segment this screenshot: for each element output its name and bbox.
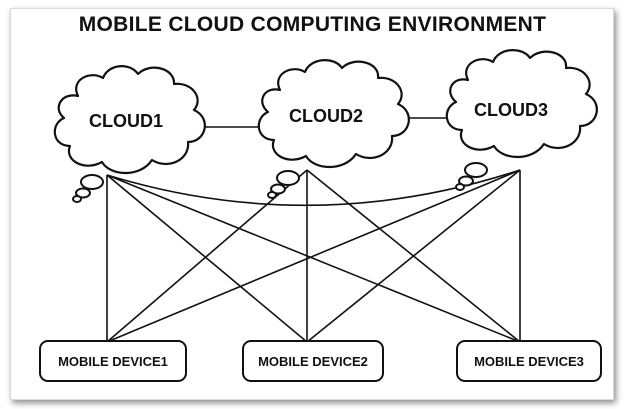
link-cloud1-device2 [106, 174, 308, 343]
cloud3-bubble-small [455, 183, 465, 191]
mobile-device2-box: MOBILE DEVICE2 [242, 340, 384, 382]
cloud2-label: CLOUD2 [289, 106, 364, 126]
link-cloud1-device3 [106, 174, 521, 343]
cloud3-bubble-large [464, 162, 488, 178]
cloud1-label: CLOUD1 [89, 111, 164, 131]
cloud3-label: CLOUD3 [474, 100, 549, 120]
link-cloud3-device1 [106, 169, 521, 343]
cloud2-bubble-large [276, 170, 300, 186]
cloud3-bubble-medium [458, 175, 474, 187]
cloud2-shape [257, 59, 410, 168]
cloud1-bubble-small [72, 195, 82, 203]
cloud1-shape [53, 65, 206, 174]
mobile-device3-label: MOBILE DEVICE3 [474, 353, 584, 369]
mobile-device1-box: MOBILE DEVICE1 [39, 340, 187, 382]
mobile-device1-label: MOBILE DEVICE1 [58, 353, 168, 369]
cloud3-shape [445, 49, 598, 158]
cloud2-bubble-small [267, 191, 277, 199]
cloud1-bubble-large [80, 174, 104, 190]
mobile-device2-label: MOBILE DEVICE2 [258, 353, 368, 369]
diagram-title: MOBILE CLOUD COMPUTING ENVIRONMENT [78, 13, 547, 36]
cloud1-bubble-medium [75, 187, 91, 199]
cloud2-bubble-medium [270, 183, 286, 195]
link-cloud3-device2 [306, 169, 521, 343]
mobile-device3-box: MOBILE DEVICE3 [456, 340, 602, 382]
